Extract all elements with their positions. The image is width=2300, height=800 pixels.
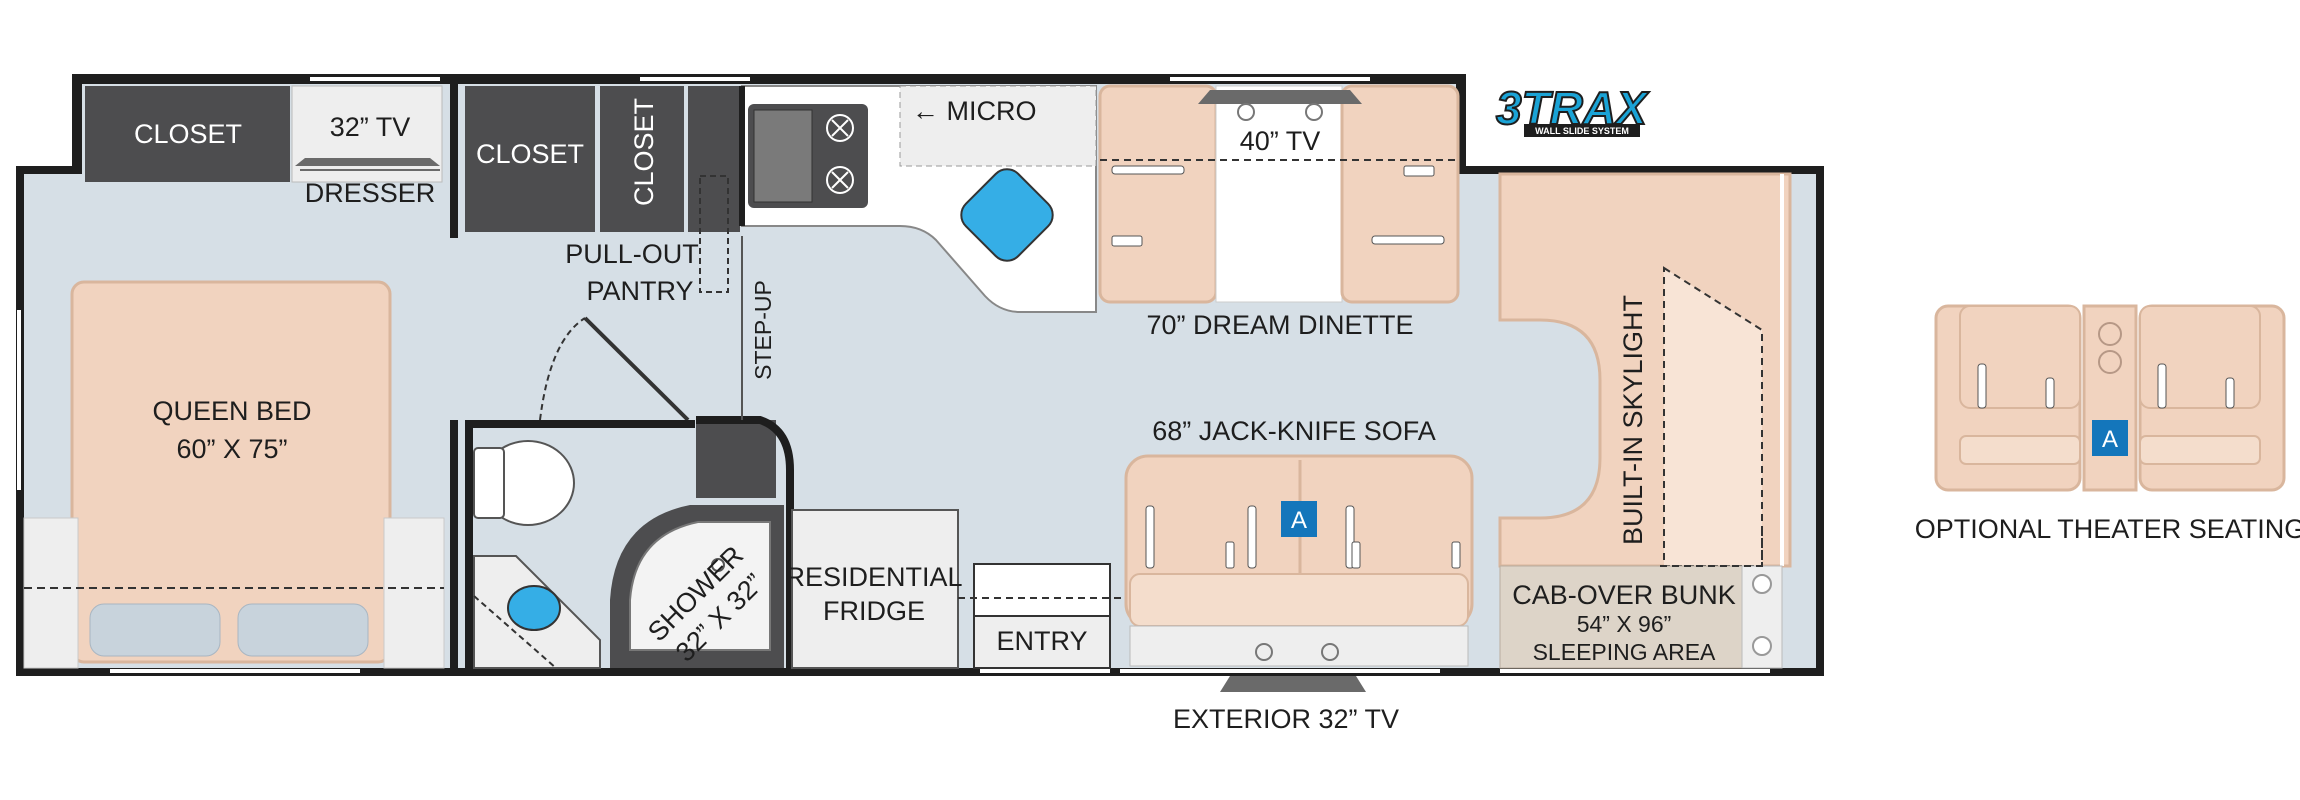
pantry-cabinet (688, 86, 740, 232)
dinette: 40” TV 70” DREAM DINETTE (1098, 84, 1460, 340)
door-swing-icon (539, 317, 586, 421)
closet-vertical (600, 86, 684, 232)
theater-marker-a (2092, 420, 2128, 456)
closet-bedroom-label: CLOSET (134, 119, 242, 149)
residential-label: RESIDENTIAL (785, 562, 962, 592)
burner-icon (826, 114, 854, 142)
outer-wall-top (16, 166, 78, 174)
cab-over-bunk-label: CAB-OVER BUNK (1512, 580, 1736, 610)
entry-step-top (973, 563, 1111, 617)
residential-fridge (791, 509, 959, 669)
entry-step (973, 615, 1111, 669)
shower-cabinet (696, 420, 776, 498)
exterior-tv: EXTERIOR 32” TV (1173, 676, 1399, 734)
microwave (899, 85, 1097, 167)
bathroom: SHOWER 32” X 32” (465, 416, 794, 676)
kitchen: ← MICRO STEP-UP (739, 85, 1097, 420)
queen-bed-label: QUEEN BED (152, 396, 311, 426)
exterior-tv-label: EXTERIOR 32” TV (1173, 704, 1399, 734)
closet-mid-label: CLOSET (476, 139, 584, 169)
nightstand-left (23, 517, 79, 669)
dream-dinette-label: 70” DREAM DINETTE (1146, 310, 1413, 340)
nightstand-right (383, 517, 445, 669)
entry-label: ENTRY (996, 626, 1087, 656)
optional-theater-label: OPTIONAL THEATER SEATING (1915, 514, 2300, 544)
slide-out-wall (72, 74, 1466, 84)
fridge-label: FRIDGE (823, 596, 925, 626)
bedroom: CLOSET 32” TV DRESSER QUEEN BED 60” X 75… (23, 78, 458, 676)
sofa-seat (1129, 573, 1469, 627)
cab-over-bunk-base (1499, 565, 1743, 669)
queen-bed (70, 280, 392, 664)
pantry-label: PANTRY (586, 276, 693, 306)
theater-marker-a-label: A (2102, 426, 2118, 453)
closet-block: CLOSET CLOSET PULL-OUT PANTRY (465, 86, 740, 422)
closet-bedroom (85, 86, 290, 182)
dinette-seat-left (1098, 84, 1218, 304)
micro-label: ← MICRO (912, 96, 1037, 126)
cab-over-area: BUILT-IN SKYLIGHT CAB-OVER BUNK 54” X 96… (1498, 172, 1792, 669)
seat-marker-a (1281, 501, 1317, 537)
kitchen-sink-icon (960, 168, 1054, 262)
sleeping-area-label: SLEEPING AREA (1533, 639, 1716, 665)
3trax-logo: 3TRAX WALL SLIDE SYSTEM (1495, 81, 1650, 137)
tv-dinette-icon (1198, 90, 1362, 104)
step-up-label: STEP-UP (750, 280, 776, 380)
dinette-seat-right (1340, 84, 1460, 304)
cab-over-size: 54” X 96” (1577, 611, 1672, 637)
tv-bedroom-label: 32” TV (330, 112, 411, 142)
logo-sub: WALL SLIDE SYSTEM (1535, 126, 1629, 136)
dinette-table (1215, 85, 1343, 303)
outer-wall-bottom (16, 668, 1824, 676)
shower-drain-icon (711, 558, 725, 572)
theater-seating: A OPTIONAL THEATER SEATING (1915, 304, 2300, 544)
tv-dinette-label: 40” TV (1240, 126, 1321, 156)
bath-sink-icon (507, 585, 561, 631)
closet-mid (465, 86, 595, 232)
pillow-right-icon (237, 603, 369, 657)
pillow-left-icon (89, 603, 221, 657)
bedroom-wall (450, 420, 458, 676)
outer-wall-right (1816, 166, 1824, 676)
jack-knife-sofa: 68” JACK-KNIFE SOFA A (1124, 416, 1474, 667)
exterior-tv-icon (1220, 676, 1366, 692)
jack-knife-sofa-label: 68” JACK-KNIFE SOFA (1152, 416, 1436, 446)
built-in-skylight-label: BUILT-IN SKYLIGHT (1618, 295, 1648, 545)
theater-console (2082, 304, 2138, 492)
closet-vertical-label: CLOSET (629, 98, 659, 206)
seat-marker-a-label: A (1291, 507, 1307, 534)
tv-bedroom-icon (295, 158, 440, 166)
dresser-label: DRESSER (305, 178, 436, 208)
pull-out-pantry (699, 175, 729, 293)
pull-out-label: PULL-OUT (565, 239, 699, 269)
queen-bed-size: 60” X 75” (176, 434, 287, 464)
